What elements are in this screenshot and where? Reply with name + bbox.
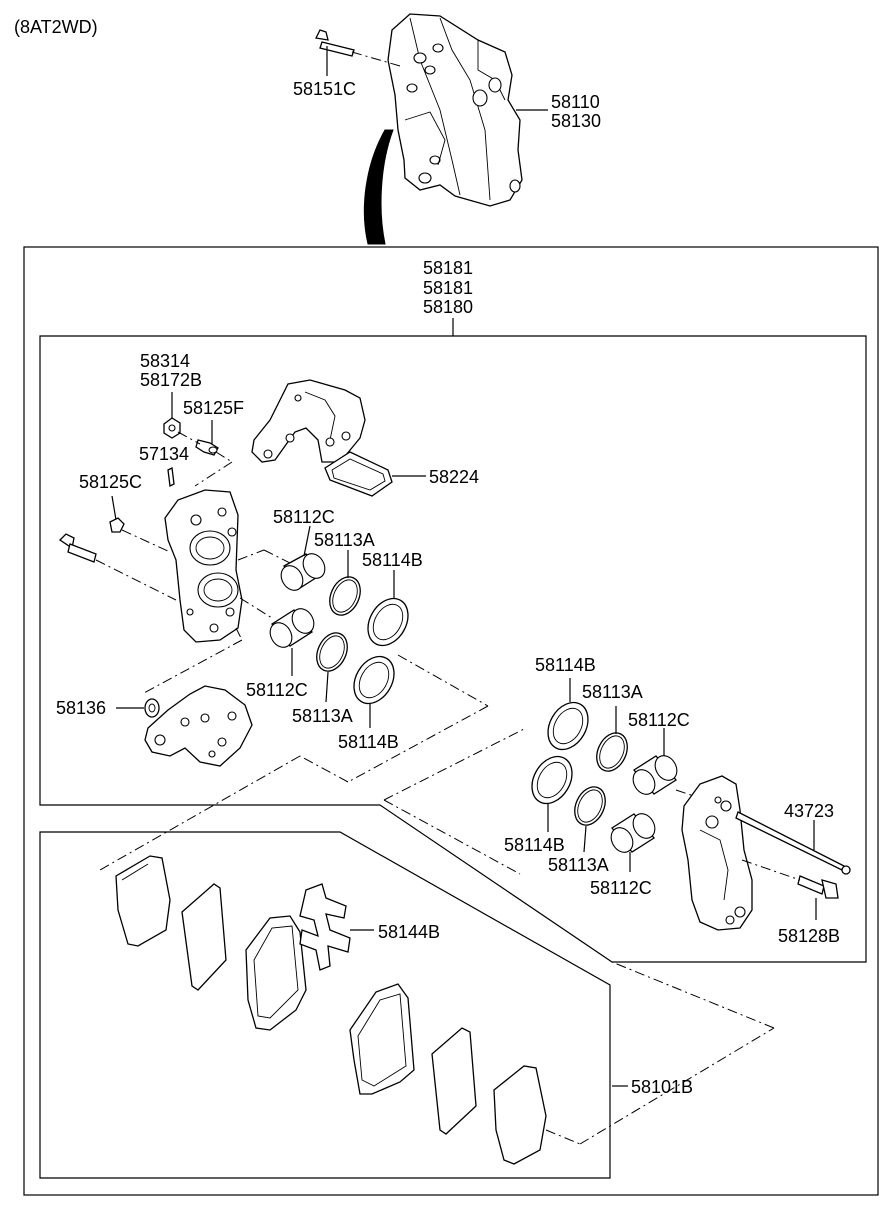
bushing-58136[interactable] <box>144 698 160 718</box>
brake-pad-left[interactable] <box>245 915 307 1031</box>
piston-58112C-upper-right[interactable] <box>629 752 681 799</box>
callout-58181-b[interactable]: 58181 <box>423 278 473 298</box>
callout-58128B[interactable]: 58128B <box>778 926 840 946</box>
caliper-body-left[interactable] <box>164 489 243 643</box>
callout-58181-a[interactable]: 58181 <box>423 258 473 278</box>
callout-58125C[interactable]: 58125C <box>79 472 142 492</box>
bleeder-screw-58314[interactable] <box>163 417 181 439</box>
piston-58112C-upper[interactable] <box>277 550 329 595</box>
seal-58113A-lower[interactable] <box>311 628 353 676</box>
callout-58130[interactable]: 58130 <box>551 111 601 131</box>
caliper-bracket[interactable] <box>251 379 366 463</box>
callout-58113A-upper-right[interactable]: 58113A <box>582 682 643 702</box>
callout-58136[interactable]: 58136 <box>56 698 106 718</box>
seal-58113A-lower-right[interactable] <box>569 782 611 830</box>
cap-58125C[interactable] <box>109 517 125 533</box>
shim-outer-left[interactable] <box>115 855 171 947</box>
brake-pad-right[interactable] <box>349 983 415 1095</box>
callout-58114B-upper[interactable]: 58114B <box>362 550 423 570</box>
pad-kit-frame <box>39 831 611 1179</box>
shim-outer-right[interactable] <box>493 1065 547 1165</box>
callout-58110[interactable]: 58110 <box>551 92 600 112</box>
caliper-assembly-top[interactable] <box>387 13 523 207</box>
variant-label: (8AT2WD) <box>14 17 98 37</box>
callout-58112C-lower-right[interactable]: 58112C <box>590 878 652 898</box>
plug-58125F[interactable] <box>195 439 219 456</box>
guide-bolt[interactable] <box>58 533 97 563</box>
callout-58112C-upper[interactable]: 58112C <box>273 507 335 527</box>
callout-58151C[interactable]: 58151C <box>293 79 356 99</box>
anti-squeal-plate-left[interactable] <box>181 883 227 991</box>
callout-43723[interactable]: 43723 <box>784 801 834 821</box>
callout-58114B-lower-right[interactable]: 58114B <box>504 835 565 855</box>
callout-58180[interactable]: 58180 <box>423 297 473 317</box>
piston-58112C-lower[interactable] <box>266 605 318 652</box>
callout-58114B-upper-right[interactable]: 58114B <box>535 655 596 675</box>
caliper-bracket-lower[interactable] <box>144 685 253 767</box>
callout-58314[interactable]: 58314 <box>140 351 190 371</box>
exploded-view-pointer <box>363 129 394 245</box>
callout-58224[interactable]: 58224 <box>429 467 479 487</box>
boot-58114B-lower[interactable] <box>346 649 402 710</box>
caliper-body-right[interactable] <box>681 775 753 931</box>
callout-58101B[interactable]: 58101B <box>631 1077 693 1097</box>
seal-58113A-upper-right[interactable] <box>591 728 633 776</box>
callout-58172B[interactable]: 58172B <box>140 370 202 390</box>
bolt-58128B[interactable] <box>797 875 839 899</box>
gasket-58224[interactable] <box>324 451 393 497</box>
callout-58144B[interactable]: 58144B <box>378 922 440 942</box>
callout-58113A-lower-right[interactable]: 58113A <box>548 855 609 875</box>
anti-squeal-plate-right[interactable] <box>431 1027 477 1135</box>
callout-57134[interactable]: 57134 <box>139 444 189 464</box>
callout-58112C-lower[interactable]: 58112C <box>246 680 308 700</box>
boot-58114B-lower-right[interactable] <box>524 749 580 810</box>
boot-58114B-upper[interactable] <box>360 591 416 652</box>
clip-57134[interactable] <box>167 467 175 487</box>
pad-clip-58144B[interactable] <box>299 883 351 971</box>
callout-58114B-lower[interactable]: 58114B <box>338 732 399 752</box>
piston-58112C-lower-right[interactable] <box>607 810 659 857</box>
seal-58113A-upper[interactable] <box>324 572 366 620</box>
outer-frame <box>23 246 879 1196</box>
callout-58125F[interactable]: 58125F <box>183 398 244 418</box>
callout-58113A-lower[interactable]: 58113A <box>292 706 353 726</box>
pin-43723[interactable] <box>735 811 851 875</box>
callout-58112C-upper-right[interactable]: 58112C <box>628 710 690 730</box>
callout-58113A-upper[interactable]: 58113A <box>314 530 375 550</box>
bolt-58151C[interactable] <box>315 29 355 57</box>
boot-58114B-upper-right[interactable] <box>540 695 596 756</box>
